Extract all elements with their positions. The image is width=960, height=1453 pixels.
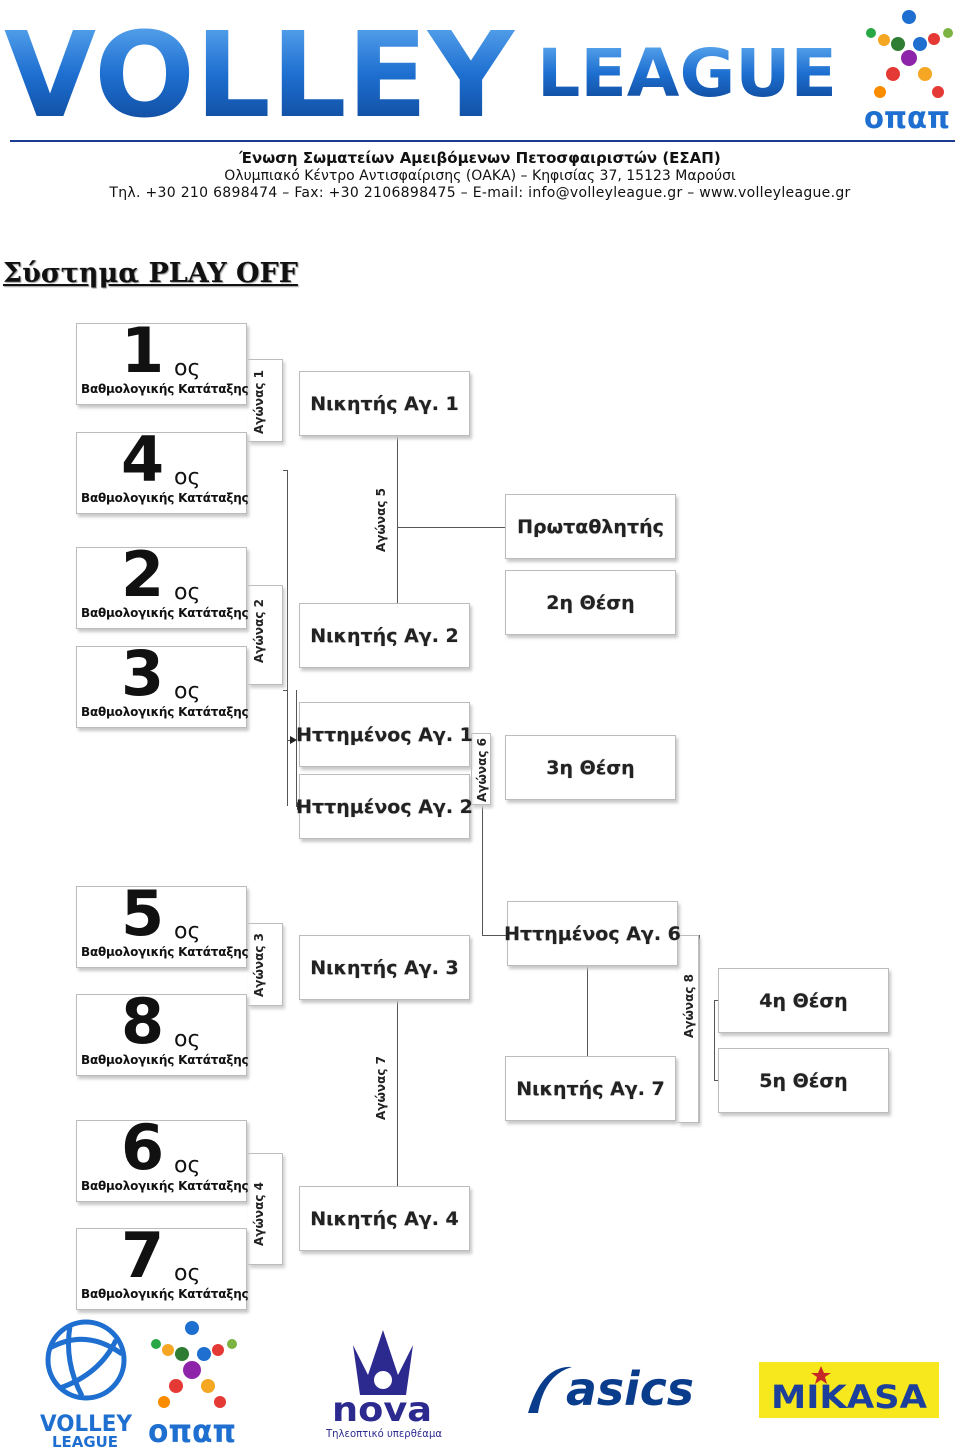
seed-number: 7 xyxy=(121,1219,165,1292)
match-2-tag: Αγώνας 2 xyxy=(248,585,283,685)
second-place-box: 2η Θέση xyxy=(505,570,676,635)
winner-match-4-box: Νικητής Αγ. 4 xyxy=(299,1186,470,1251)
seed-suffix: ος xyxy=(174,580,201,605)
logo-volley-text: VOLLEY xyxy=(4,6,516,140)
sponsor-nova-text: nova xyxy=(332,1390,432,1430)
winner-match-7-box: Νικητής Αγ. 7 xyxy=(505,1056,676,1121)
seed-number: 3 xyxy=(121,637,165,710)
volley-league-sponsor-logo: VOLLEY LEAGUE xyxy=(40,1319,133,1448)
logo-league-text: LEAGUE xyxy=(537,35,837,112)
sponsor-league-text: LEAGUE xyxy=(52,1433,118,1448)
seed-caption: Βαθμολογικής Κατάταξης xyxy=(81,491,249,505)
match-1-label: Αγώνας 1 xyxy=(252,370,266,434)
nova-crown-icon xyxy=(353,1330,413,1395)
seed-caption: Βαθμολογικής Κατάταξης xyxy=(81,1179,249,1193)
seed-6-card: 6 ος Βαθμολογικής Κατάταξης xyxy=(76,1111,249,1202)
organization-contact: Τηλ. +30 210 6898474 – Fax: +30 21068984… xyxy=(109,185,851,201)
loser-match-6-box: Ηττημένος Αγ. 6 xyxy=(504,901,681,966)
volley-league-header-logo: VOLLEY LEAGUE οπαπ xyxy=(4,6,953,140)
organization-address: Ολυμπιακό Κέντρο Αντισφαίρισης (ΟΑΚΑ) – … xyxy=(224,168,736,184)
seed-number: 8 xyxy=(121,985,165,1058)
asics-sponsor-logo: asics xyxy=(528,1362,694,1416)
seed-7-card: 7 ος Βαθμολογικής Κατάταξης xyxy=(76,1219,249,1310)
seed-caption: Βαθμολογικής Κατάταξης xyxy=(81,1287,249,1301)
seed-caption: Βαθμολογικής Κατάταξης xyxy=(81,382,249,396)
seed-caption: Βαθμολογικής Κατάταξης xyxy=(81,705,249,719)
seed-suffix: ος xyxy=(174,919,201,944)
seed-number: 6 xyxy=(121,1111,165,1184)
seed-suffix: ος xyxy=(174,465,201,490)
sponsor-mikasa-text: MIKASA xyxy=(771,1378,927,1416)
sponsor-nova-tagline: Τηλεοπτικό υπερθέαμα xyxy=(325,1427,442,1440)
seed-number: 5 xyxy=(121,877,165,950)
asics-stripe-icon xyxy=(528,1366,572,1413)
match-6-tag: Αγώνας 6 xyxy=(471,733,491,805)
match-8-label: Αγώνας 8 xyxy=(682,974,696,1038)
sponsor-opap-text: οπαπ xyxy=(148,1412,236,1448)
seed-5-card: 5 ος Βαθμολογικής Κατάταξης xyxy=(76,877,249,968)
champion-box: Πρωταθλητής xyxy=(505,494,676,559)
seed-suffix: ος xyxy=(174,1153,201,1178)
mikasa-sponsor-logo: MIKASA xyxy=(759,1362,939,1418)
volleyball-icon xyxy=(45,1319,127,1401)
header-divider xyxy=(10,140,955,142)
opap-people-icon xyxy=(151,1321,237,1408)
sponsor-volley-text: VOLLEY xyxy=(40,1412,133,1437)
seed-suffix: ος xyxy=(174,1027,201,1052)
fifth-place-box: 5η Θέση xyxy=(718,1048,889,1113)
winner-match-3-box: Νικητής Αγ. 3 xyxy=(299,935,470,1000)
loser-match-1-box: Ηττημένος Αγ. 1 xyxy=(296,702,473,767)
opap-sponsor-logo: οπαπ xyxy=(148,1321,237,1448)
seed-number: 1 xyxy=(121,314,165,387)
seed-suffix: ος xyxy=(174,356,201,381)
match-2-label: Αγώνας 2 xyxy=(252,599,266,663)
nova-sponsor-logo: nova Τηλεοπτικό υπερθέαμα xyxy=(325,1330,442,1440)
match-1-tag: Αγώνας 1 xyxy=(248,359,283,442)
match-7-label: Αγώνας 7 xyxy=(374,1056,388,1120)
sponsor-asics-text: asics xyxy=(566,1362,694,1416)
opap-header-text: οπαπ xyxy=(864,101,950,136)
seed-suffix: ος xyxy=(174,679,201,704)
seed-caption: Βαθμολογικής Κατάταξης xyxy=(81,945,249,959)
match-8-tag: Αγώνας 8 xyxy=(678,935,699,1123)
match-4-tag: Αγώνας 4 xyxy=(248,1153,283,1265)
seed-4-card: 4 ος Βαθμολογικής Κατάταξης xyxy=(76,423,249,514)
match-5-label: Αγώνας 5 xyxy=(374,488,388,552)
winner-match-1-box: Νικητής Αγ. 1 xyxy=(299,371,470,436)
seed-3-card: 3 ος Βαθμολογικής Κατάταξης xyxy=(76,637,249,728)
seed-8-card: 8 ος Βαθμολογικής Κατάταξης xyxy=(76,985,249,1076)
seed-1-card: 1 ος Βαθμολογικής Κατάταξης xyxy=(76,314,249,405)
mikasa-star-icon xyxy=(811,1366,831,1384)
opap-header-icon xyxy=(866,10,953,98)
page-title: Σύστημα PLAY OFF xyxy=(3,258,298,289)
match-4-label: Αγώνας 4 xyxy=(252,1182,266,1246)
seed-caption: Βαθμολογικής Κατάταξης xyxy=(81,1053,249,1067)
fourth-place-box: 4η Θέση xyxy=(718,968,889,1033)
third-place-box: 3η Θέση xyxy=(505,735,676,800)
organization-name: Ένωση Σωματείων Αμειβόμενων Πετοσφαιριστ… xyxy=(239,149,721,167)
seed-2-card: 2 ος Βαθμολογικής Κατάταξης xyxy=(76,538,249,629)
seed-number: 2 xyxy=(121,538,165,611)
seed-number: 4 xyxy=(121,423,165,496)
arrow-loser-1 xyxy=(290,736,297,744)
loser-match-2-box: Ηττημένος Αγ. 2 xyxy=(296,774,473,839)
seed-suffix: ος xyxy=(174,1261,201,1286)
match-6-label: Αγώνας 6 xyxy=(475,738,489,802)
match-3-tag: Αγώνας 3 xyxy=(248,923,283,1006)
seed-caption: Βαθμολογικής Κατάταξης xyxy=(81,606,249,620)
match-3-label: Αγώνας 3 xyxy=(252,933,266,997)
winner-match-2-box: Νικητής Αγ. 2 xyxy=(299,603,470,668)
